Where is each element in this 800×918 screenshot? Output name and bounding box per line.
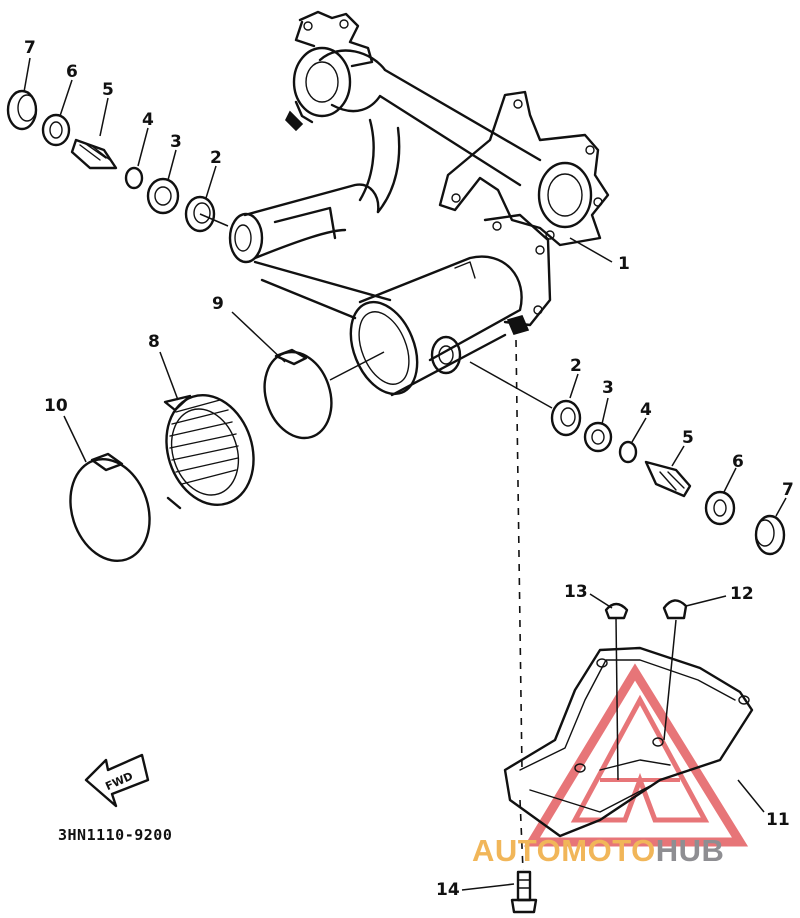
boot-and-clamps xyxy=(69,348,333,563)
callout-2-upper: 2 xyxy=(210,148,222,168)
bolt-14 xyxy=(516,870,532,902)
boot-8 xyxy=(165,393,255,507)
fwd-direction-arrow: FWD xyxy=(84,753,150,808)
lower-pivot-hardware xyxy=(550,399,786,556)
callout-5-upper: 5 xyxy=(102,80,114,100)
watermark-part-moto: MOTO xyxy=(561,833,656,868)
bearing-2-lower xyxy=(550,399,582,437)
washer-4-lower xyxy=(618,440,638,464)
callout-4-upper: 4 xyxy=(142,110,154,130)
upper-pivot-hardware xyxy=(6,89,216,233)
callout-3-lower: 3 xyxy=(602,378,614,398)
clamp-9 xyxy=(263,350,333,440)
bearing-2-upper xyxy=(184,195,216,233)
seal-3-upper xyxy=(146,177,180,215)
diagram-part-code: 3HN1110-9200 xyxy=(58,826,173,844)
callout-7-lower: 7 xyxy=(782,480,794,500)
nut-6-upper xyxy=(41,113,71,147)
callout-6-lower: 6 xyxy=(732,452,744,472)
callout-13: 13 xyxy=(564,582,588,602)
shaft-5-lower xyxy=(644,460,692,498)
grommet-13 xyxy=(604,602,629,620)
callout-6-upper: 6 xyxy=(66,62,78,82)
callout-2-lower: 2 xyxy=(570,356,582,376)
nut-6-lower xyxy=(704,490,736,526)
callout-7-upper: 7 xyxy=(24,38,36,58)
watermark-part-hub: HUB xyxy=(655,833,725,868)
watermark-brand: AUTOMOTOHUB xyxy=(472,833,724,869)
grommet-12 xyxy=(662,599,688,620)
shaft-5-upper xyxy=(70,138,118,170)
callout-5-lower: 5 xyxy=(682,428,694,448)
seal-3-lower xyxy=(583,421,613,453)
swingarm xyxy=(228,10,610,397)
leader-lines xyxy=(23,57,787,891)
callout-8: 8 xyxy=(148,332,160,352)
guard-plate-11 xyxy=(503,646,754,838)
callout-4-lower: 4 xyxy=(640,400,652,420)
callout-9: 9 xyxy=(212,294,224,314)
callout-12: 12 xyxy=(730,584,754,604)
watermark-triangle-logo xyxy=(524,663,749,847)
alignment-line xyxy=(515,339,523,771)
washer-4-upper xyxy=(124,166,144,190)
callout-14: 14 xyxy=(436,880,460,900)
callout-11: 11 xyxy=(766,810,790,830)
callout-1: 1 xyxy=(618,254,630,274)
callout-3-upper: 3 xyxy=(170,132,182,152)
watermark-part-auto: AUTO xyxy=(472,833,562,868)
callout-10: 10 xyxy=(44,396,68,416)
fwd-label: FWD xyxy=(103,770,135,794)
guard-assembly xyxy=(503,599,754,914)
clamp-10 xyxy=(69,457,151,563)
